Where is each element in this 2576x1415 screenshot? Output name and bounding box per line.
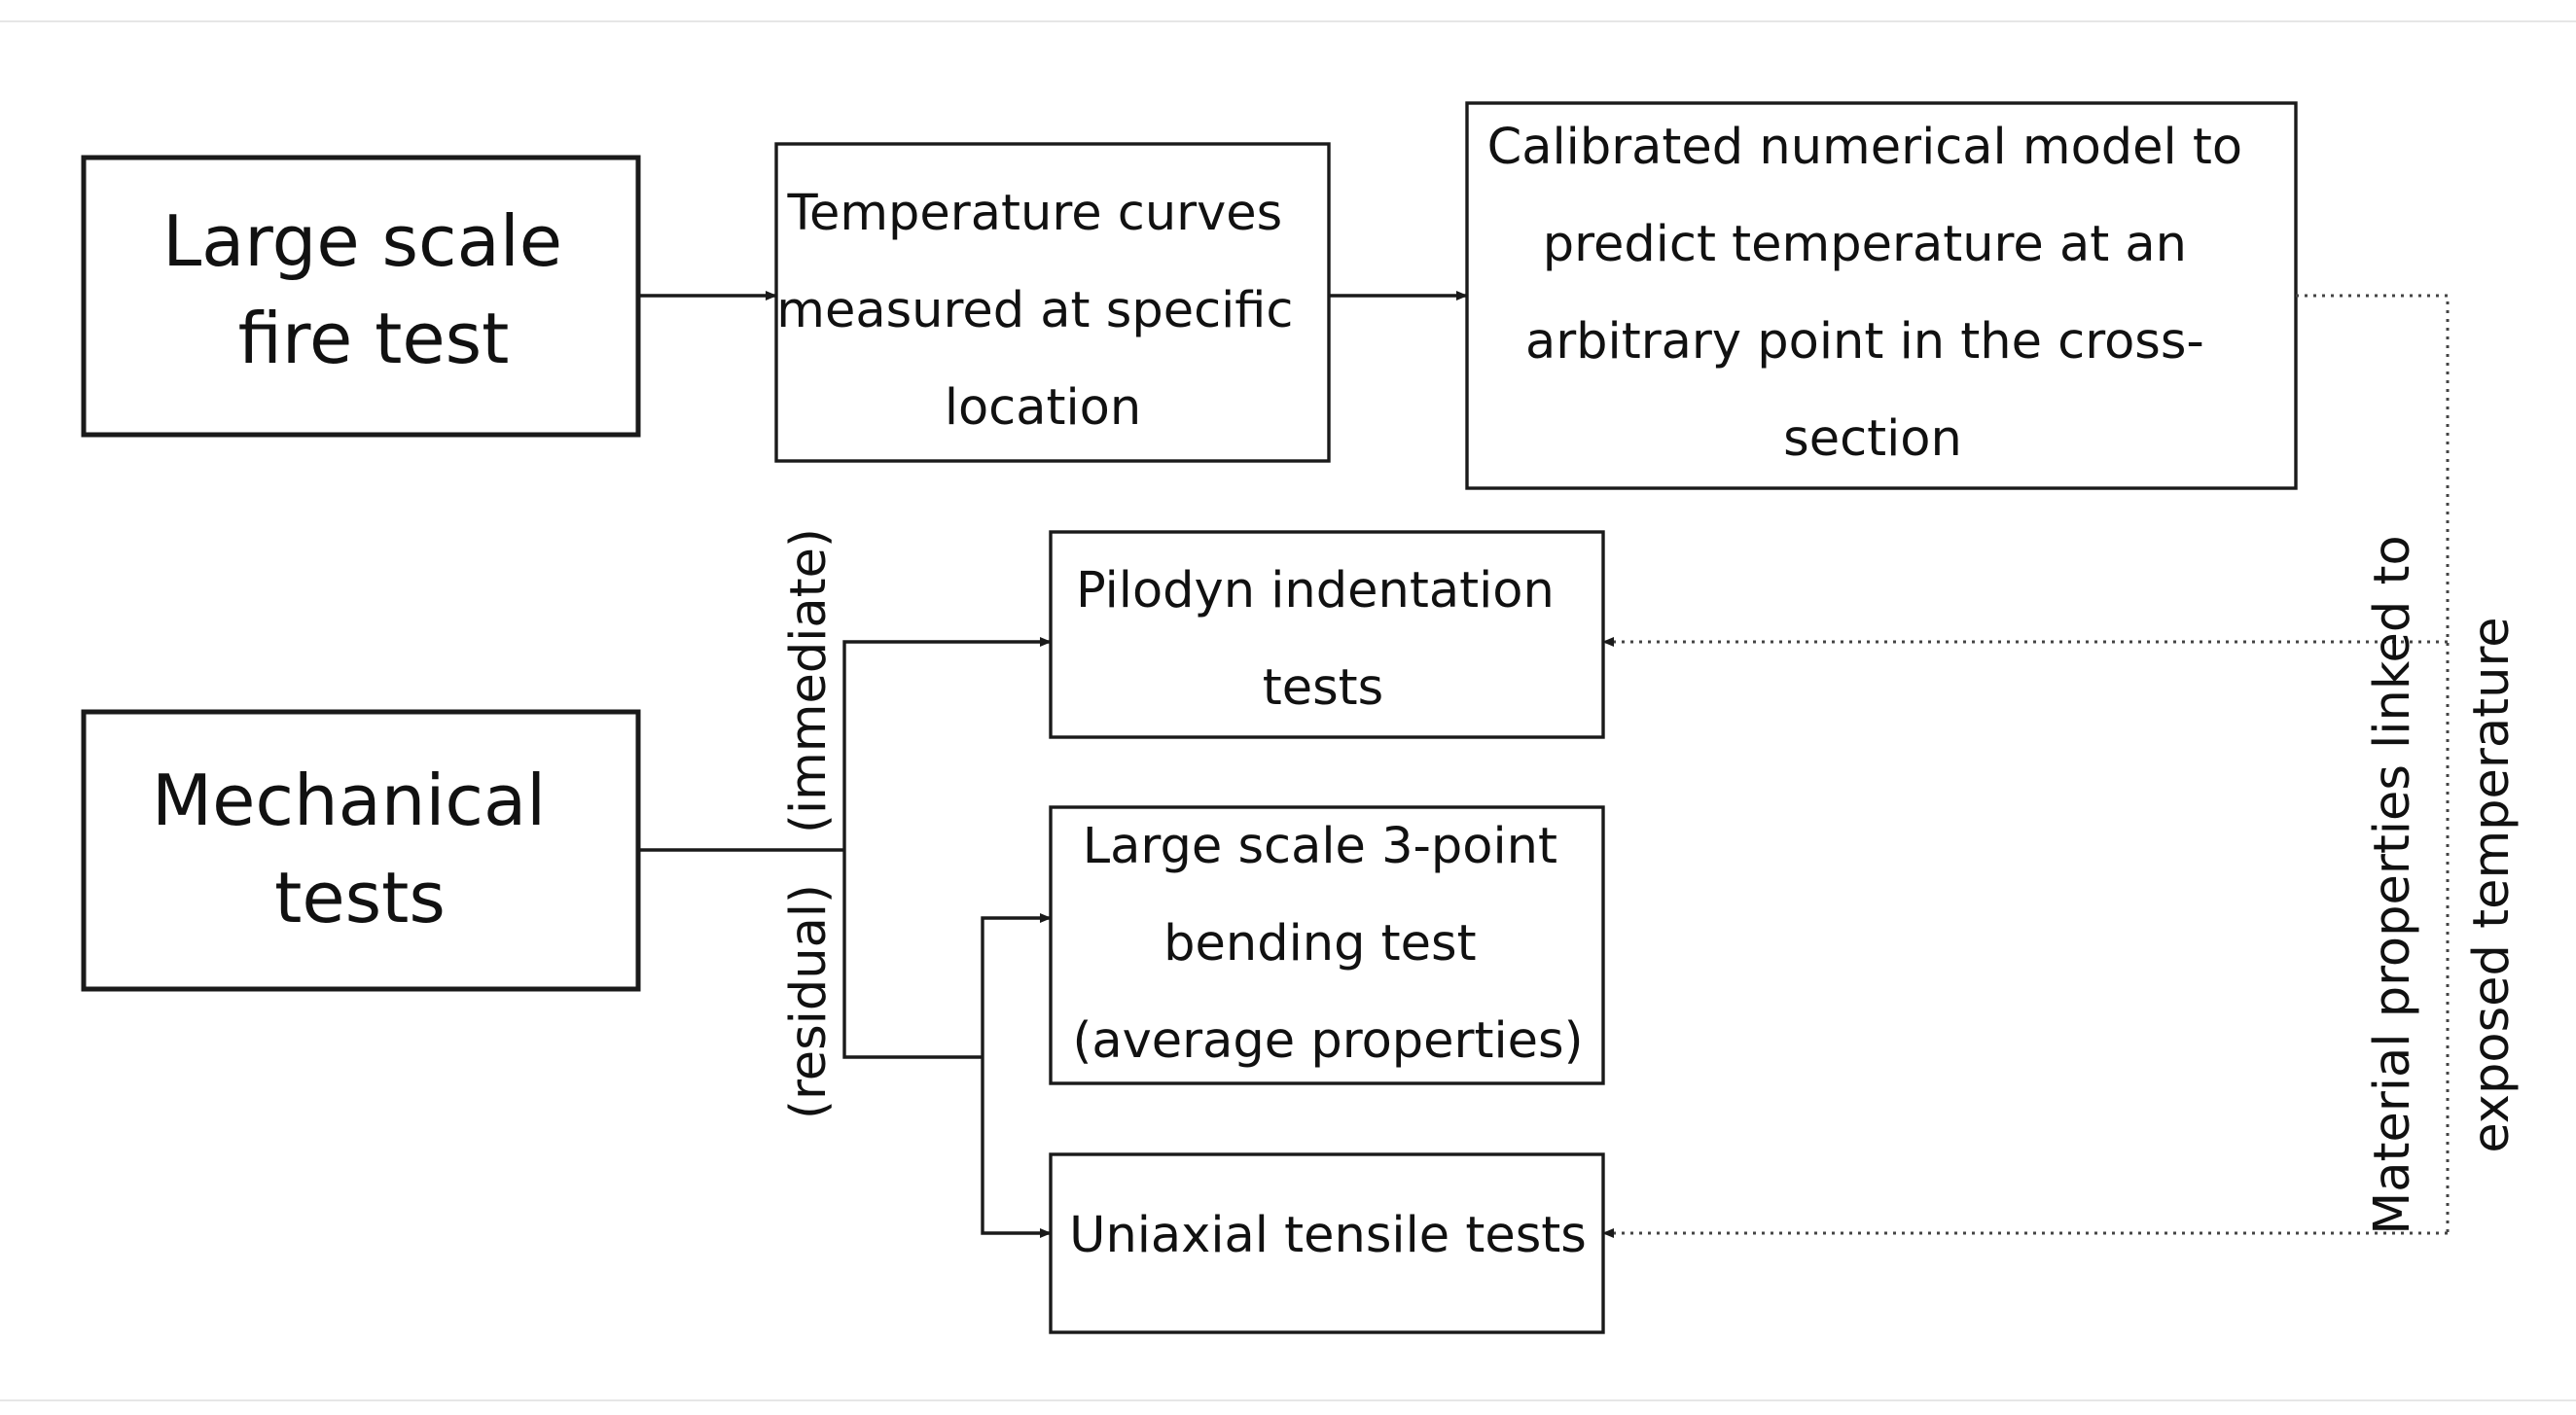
box-label-temperature-curves: Temperature curves measured at specific … [776, 185, 1308, 437]
connector-residual-to-tensile [981, 1057, 1052, 1238]
box-three-point-bending-test: Large scale 3-point bending test (averag… [1049, 805, 1605, 1085]
box-label-mechanical-tests: Mechanical tests [152, 760, 568, 938]
connector-branch-residual [842, 850, 983, 1059]
box-label-pilodyn: Pilodyn indentation tests [1076, 562, 1570, 717]
box-calibrated-numerical-model: Calibrated numerical model to predict te… [1465, 101, 2298, 490]
label-immediate: (immediate) [780, 528, 838, 833]
box-label-tensile-tests: Uniaxial tensile tests [1069, 1207, 1587, 1264]
connector-residual-to-bending [981, 913, 1052, 1057]
box-uniaxial-tensile-tests: Uniaxial tensile tests [1049, 1152, 1605, 1334]
box-temperature-curves: Temperature curves measured at specific … [774, 142, 1331, 463]
box-label-numerical-model: Calibrated numerical model to predict te… [1487, 119, 2259, 468]
label-residual: (residual) [780, 884, 838, 1119]
box-mechanical-tests: Mechanical tests [81, 709, 641, 992]
box-label-fire-test: Large scale fire test [162, 200, 585, 379]
side-note-line-1: Material properties linked to [2364, 535, 2421, 1234]
side-note-line-2: exposed temperature [2463, 617, 2521, 1152]
dotted-connector-model-feedback [2296, 294, 2450, 1233]
box-label-bending-test: Large scale 3-point bending test (averag… [1072, 818, 1583, 1070]
box-large-scale-fire-test: Large scale fire test [81, 155, 641, 438]
box-pilodyn-indentation-tests: Pilodyn indentation tests [1049, 530, 1605, 739]
connector-branch-to-pilodyn [842, 637, 1052, 850]
